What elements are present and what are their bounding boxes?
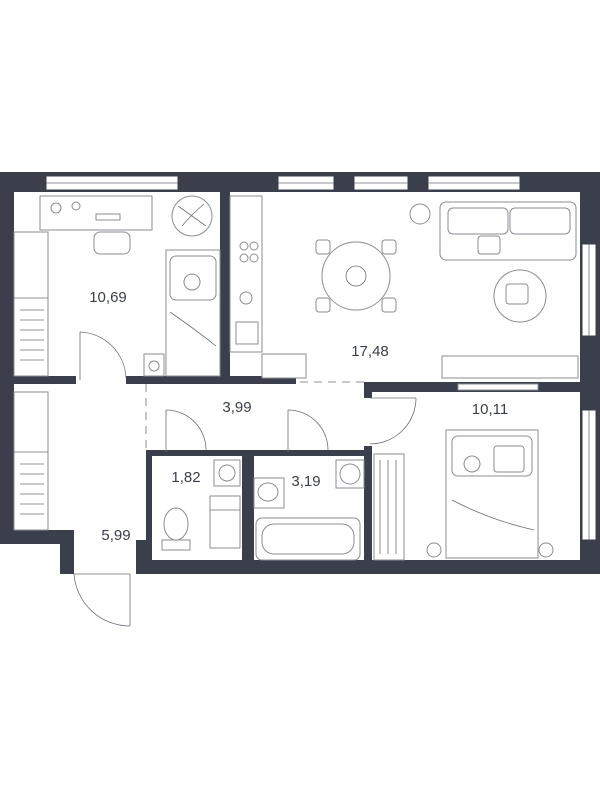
bedroom-2-furniture — [373, 383, 554, 561]
area-entrance-hall: 5,99 — [101, 527, 130, 544]
toilet-furniture — [161, 459, 241, 551]
area-labels: 10,69 17,48 3,99 10,11 1,82 3,19 5,99 — [89, 289, 508, 544]
bedroom-1-furniture — [13, 195, 221, 377]
area-bathroom: 3,19 — [291, 473, 320, 490]
entrance-furniture — [13, 391, 49, 531]
area-hallway: 3,99 — [222, 399, 251, 416]
area-bedroom-1: 10,69 — [89, 289, 127, 306]
area-living-kitchen: 17,48 — [351, 343, 389, 360]
windows — [45, 175, 597, 541]
area-toilet: 1,82 — [171, 469, 200, 486]
doors — [73, 331, 417, 627]
bathroom-furniture — [253, 459, 365, 561]
living-kitchen-furniture — [229, 195, 579, 379]
area-bedroom-2: 10,11 — [472, 401, 508, 418]
